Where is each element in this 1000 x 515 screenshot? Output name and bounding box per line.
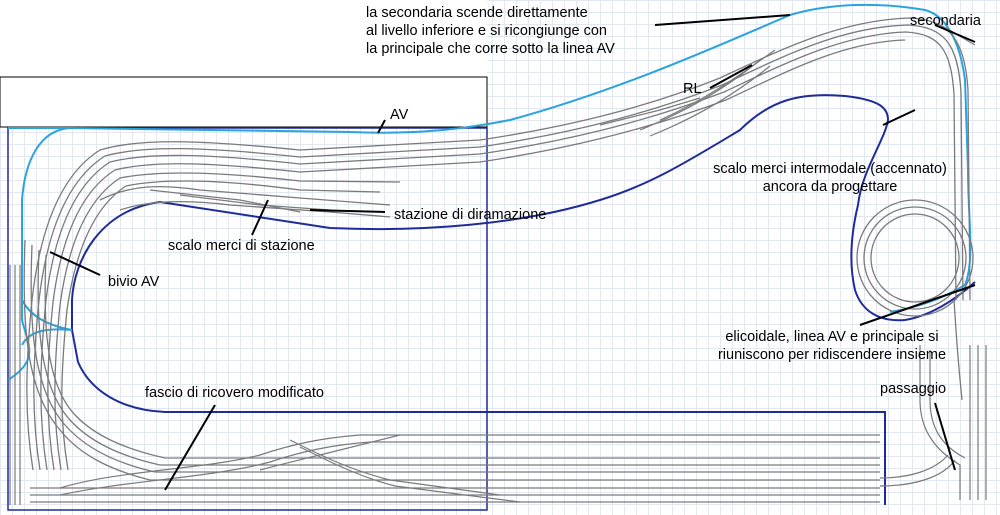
label-passaggio: passaggio — [880, 381, 947, 397]
track-group-right-turnouts — [599, 24, 976, 137]
label-fascio: fascio di ricovero modificato — [145, 385, 324, 401]
label-stazione-diramazione: stazione di diramazione — [394, 207, 547, 223]
track-group-left-loop — [26, 17, 971, 471]
board-outline — [71, 94, 976, 505]
storage-yard — [9, 265, 987, 505]
helix — [856, 199, 974, 401]
label-elicoidale: elicoidale, linea AV e principale si riu… — [692, 328, 972, 364]
track-group-lower-loop — [23, 239, 880, 481]
leader-lines — [49, 14, 976, 491]
label-elicoidale-line2: riuniscono per ridiscendere insieme — [717, 347, 947, 363]
label-secondaria-note: la secondaria scende direttamente al liv… — [366, 4, 676, 58]
label-secondaria: secondaria — [910, 13, 981, 29]
label-elicoidale-line1: elicoidale, linea AV e principale si — [725, 329, 939, 345]
label-secondaria-note-line2: al livello inferiore e si ricongiunge co… — [366, 23, 607, 39]
label-scalo-intermodale-line2: ancora da progettare — [762, 179, 898, 195]
label-secondaria-note-line1: la secondaria scende direttamente — [366, 5, 588, 21]
wall-notch — [0, 76, 488, 128]
label-secondaria-note-line3: la principale che corre sotto la linea A… — [366, 41, 615, 57]
label-bivio-av: bivio AV — [108, 274, 160, 290]
label-av: AV — [390, 107, 409, 123]
label-scalo-intermodale: scalo merci intermodale (accennato) anco… — [680, 160, 980, 196]
label-scalo-stazione: scalo merci di stazione — [168, 238, 315, 254]
room-boundary — [7, 127, 488, 511]
label-scalo-intermodale-line1: scalo merci intermodale (accennato) — [713, 161, 947, 177]
label-rl: RL — [683, 81, 702, 97]
